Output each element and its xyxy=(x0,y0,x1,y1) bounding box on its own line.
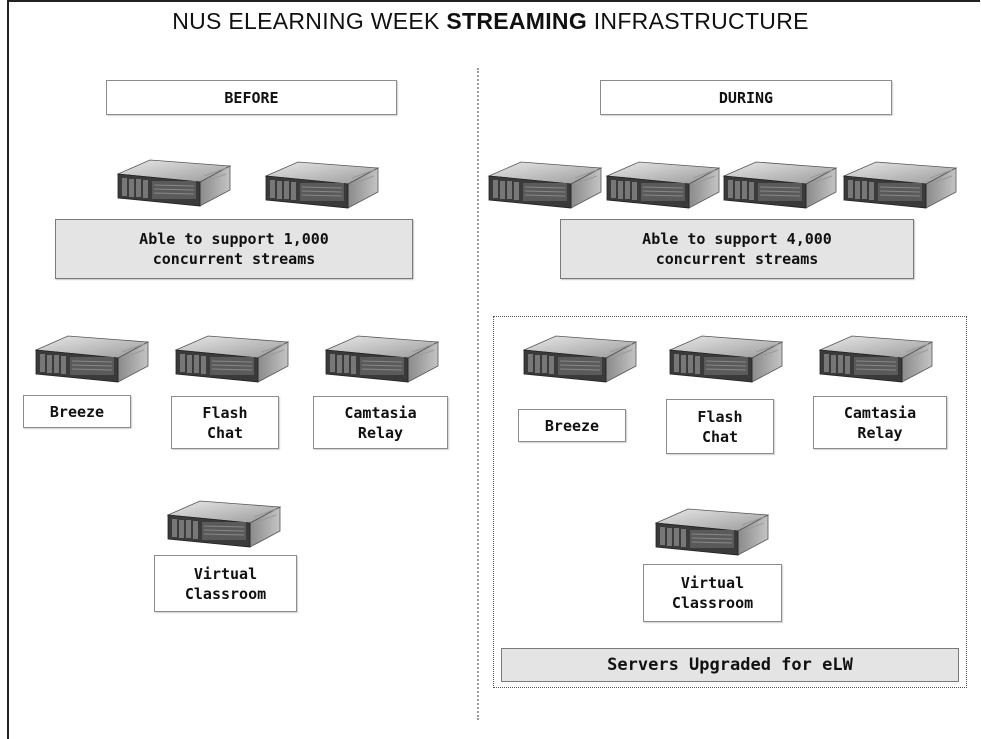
server-icon xyxy=(816,332,934,384)
server-icon xyxy=(652,505,770,557)
server-icon xyxy=(603,158,721,210)
during-capacity-line-2: concurrent streams xyxy=(655,250,819,268)
during-capacity-box: Able to support 4,000 concurrent streams xyxy=(560,219,914,279)
service-label-line: Breeze xyxy=(544,416,600,435)
server-icon xyxy=(114,156,232,208)
title-bold: STREAMING xyxy=(446,8,588,34)
server-icon xyxy=(322,332,440,384)
server-icon xyxy=(666,332,784,384)
service-label-line: Classroom xyxy=(671,594,754,612)
upgrade-label-text: Servers Upgraded for eLW xyxy=(607,655,853,675)
before-header-text: BEFORE xyxy=(224,88,279,107)
service-label-line: Classroom xyxy=(184,584,267,603)
before-breeze-label: Breeze xyxy=(23,395,131,428)
before-capacity-line-1: Able to support 1,000 xyxy=(139,230,329,248)
service-label-line: Camtasia xyxy=(344,403,417,422)
during-virtual-classroom-label: Virtual Classroom xyxy=(643,564,782,622)
during-camtasia-relay-label: Camtasia Relay xyxy=(813,396,947,449)
during-flash-chat-label: Flash Chat xyxy=(666,399,774,454)
service-label-line: Relay xyxy=(357,423,404,442)
service-label-line: Chat xyxy=(701,427,739,446)
service-label-line: Flash xyxy=(202,403,248,422)
during-header: DURING xyxy=(600,80,892,115)
before-capacity-line-2: concurrent streams xyxy=(152,250,316,268)
server-icon xyxy=(164,497,282,549)
service-label-line: Relay xyxy=(857,423,903,442)
server-icon xyxy=(32,332,150,384)
service-label-line: Virtual xyxy=(193,564,258,583)
before-camtasia-relay-label: Camtasia Relay xyxy=(313,396,448,449)
service-label-line: Breeze xyxy=(49,402,105,421)
during-breeze-label: Breeze xyxy=(518,409,626,442)
service-label-line: Virtual xyxy=(680,574,745,592)
server-icon xyxy=(172,332,290,384)
before-flash-chat-label: Flash Chat xyxy=(171,396,279,449)
before-header: BEFORE xyxy=(106,80,397,115)
service-label-line: Flash xyxy=(697,407,743,426)
service-label-line: Chat xyxy=(206,423,244,442)
diagram-frame xyxy=(7,0,980,739)
title-prefix: NUS ELEARNING WEEK xyxy=(172,8,447,34)
server-icon xyxy=(720,158,838,210)
server-icon xyxy=(520,332,638,384)
upgraded-servers-group xyxy=(493,316,967,688)
server-icon xyxy=(262,158,380,210)
upgrade-label: Servers Upgraded for eLW xyxy=(501,648,959,682)
during-header-text: DURING xyxy=(718,88,774,107)
before-virtual-classroom-label: Virtual Classroom xyxy=(154,555,297,612)
diagram-title: NUS ELEARNING WEEK STREAMING INFRASTRUCT… xyxy=(0,8,981,35)
before-capacity-box: Able to support 1,000 concurrent streams xyxy=(55,219,413,279)
service-label-line: Camtasia xyxy=(843,403,917,422)
server-icon xyxy=(840,158,958,210)
server-icon xyxy=(485,158,603,210)
section-divider xyxy=(477,68,479,720)
title-suffix: INFRASTRUCTURE xyxy=(587,8,809,34)
during-capacity-line-1: Able to support 4,000 xyxy=(642,230,832,248)
